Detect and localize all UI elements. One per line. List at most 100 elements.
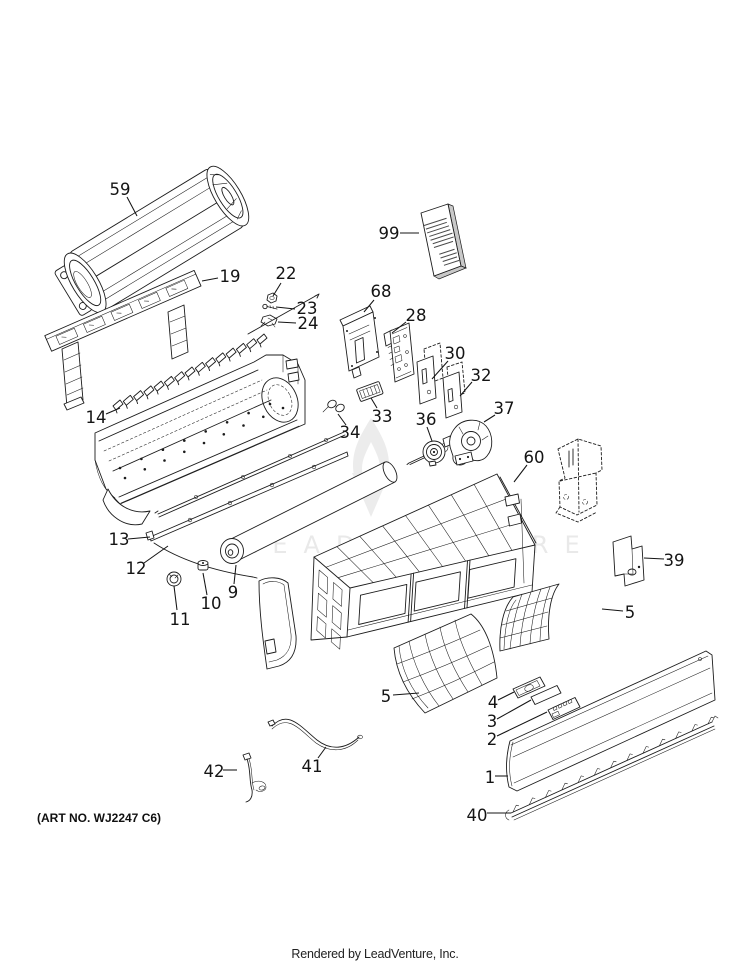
callout-leader-2 <box>496 711 548 737</box>
callout-label-9: 9 <box>228 583 239 602</box>
louver-vane <box>184 366 196 381</box>
screw-dot <box>183 450 186 454</box>
louver-vane <box>133 390 145 405</box>
rail-clip <box>707 716 714 725</box>
grid-line <box>428 504 466 562</box>
callout-label-10: 10 <box>201 594 222 613</box>
screw-dot <box>123 476 127 480</box>
part-68-electrical-box <box>339 305 380 379</box>
part-11-grommet <box>166 571 182 587</box>
callout-leader-12 <box>143 545 169 564</box>
part-9-roller <box>220 461 398 564</box>
callout-leader-36 <box>426 426 433 442</box>
screw-dot <box>242 424 245 427</box>
part-99-label <box>420 203 467 280</box>
part-28-control-board <box>383 322 415 383</box>
callout-label-32: 32 <box>471 366 492 385</box>
callout-leader-59 <box>126 196 138 217</box>
grid-line <box>405 515 443 567</box>
rail-clip <box>642 746 649 754</box>
callout-label-60: 60 <box>524 448 545 467</box>
callout-leader-33 <box>370 397 378 409</box>
part-59-fan-wheel <box>54 165 250 316</box>
callout-label-40: 40 <box>467 806 488 825</box>
callout-label-19: 19 <box>220 267 241 286</box>
callout-label-14: 14 <box>86 408 107 427</box>
louver-vane <box>122 394 134 409</box>
screw-dot <box>262 415 265 419</box>
callout-leader-32 <box>459 381 473 397</box>
louver-vane <box>235 342 247 357</box>
callout-leader-9 <box>233 564 237 585</box>
callout-label-41: 41 <box>302 757 323 776</box>
grid-line <box>382 525 420 573</box>
callout-leader-22 <box>272 282 282 297</box>
grid-line <box>336 546 374 583</box>
callout-label-12: 12 <box>126 559 147 578</box>
rail-clip <box>529 797 536 805</box>
callout-leader-11 <box>173 585 178 611</box>
rail-clip <box>594 768 601 776</box>
callout-leader-68 <box>363 299 375 313</box>
part-2-nameplate <box>547 697 581 720</box>
part-14-chassis-assembly <box>94 293 320 526</box>
screw-dot <box>281 406 285 410</box>
grid-line <box>337 521 523 578</box>
callout-label-22: 22 <box>276 264 297 283</box>
louver-vane <box>246 338 258 353</box>
part-23-screw <box>262 303 278 310</box>
louver-vane <box>143 385 155 400</box>
part-37-motor-mount <box>442 419 493 466</box>
callout-label-42: 42 <box>204 762 225 781</box>
callout-label-5: 5 <box>381 687 392 706</box>
part-10-nut <box>197 560 209 571</box>
art-number: (ART NO. WJ2247 C6) <box>37 811 161 825</box>
louver-vane <box>256 333 268 348</box>
callout-leader-60 <box>513 464 528 483</box>
screw-dot <box>247 411 250 415</box>
grid-line <box>473 484 513 551</box>
callout-label-24: 24 <box>298 314 319 333</box>
callout-label-39: 39 <box>664 551 685 570</box>
callout-leader-34 <box>337 413 347 426</box>
part-13-support-bar <box>145 431 349 542</box>
rail-clip <box>512 804 519 813</box>
callout-leader-10 <box>202 572 208 596</box>
rail-clip <box>577 775 584 783</box>
callout-leader-4 <box>497 691 515 701</box>
callout-leader-37 <box>483 414 496 423</box>
callout-label-99: 99 <box>379 224 400 243</box>
callout-label-3: 3 <box>487 712 498 731</box>
grid-line <box>325 497 510 568</box>
callout-label-68: 68 <box>371 282 392 301</box>
callout-leader-39 <box>643 557 665 560</box>
part-33-terminal-block <box>356 381 384 402</box>
rail-clip <box>626 753 633 761</box>
part-22-nut <box>266 292 278 304</box>
screw-dot <box>118 466 122 470</box>
louver-vane <box>112 399 124 414</box>
part-60-housing-body <box>310 473 537 650</box>
louver-vane <box>194 361 206 376</box>
rail-clip <box>561 782 568 791</box>
rail-clip <box>659 738 666 747</box>
rail-clip <box>675 731 682 739</box>
part-5-grille-left <box>393 613 498 714</box>
callout-leader-28 <box>391 321 407 334</box>
screw-dot <box>225 421 229 424</box>
part-4-badge-door <box>512 676 546 699</box>
callout-label-59: 59 <box>110 180 131 199</box>
callout-leader-19 <box>201 277 219 282</box>
callout-leader-23 <box>275 306 296 310</box>
rail-clip <box>610 760 617 769</box>
callout-label-4: 4 <box>488 693 499 712</box>
callout-label-13: 13 <box>109 530 130 549</box>
part-32-bracket-plate <box>442 361 466 419</box>
part-39-bracket <box>612 535 645 587</box>
screw-dot <box>140 457 143 461</box>
callout-label-11: 11 <box>170 610 191 629</box>
grid-line <box>359 536 397 578</box>
louver-vane <box>215 352 227 367</box>
callout-leader-41 <box>317 746 327 759</box>
